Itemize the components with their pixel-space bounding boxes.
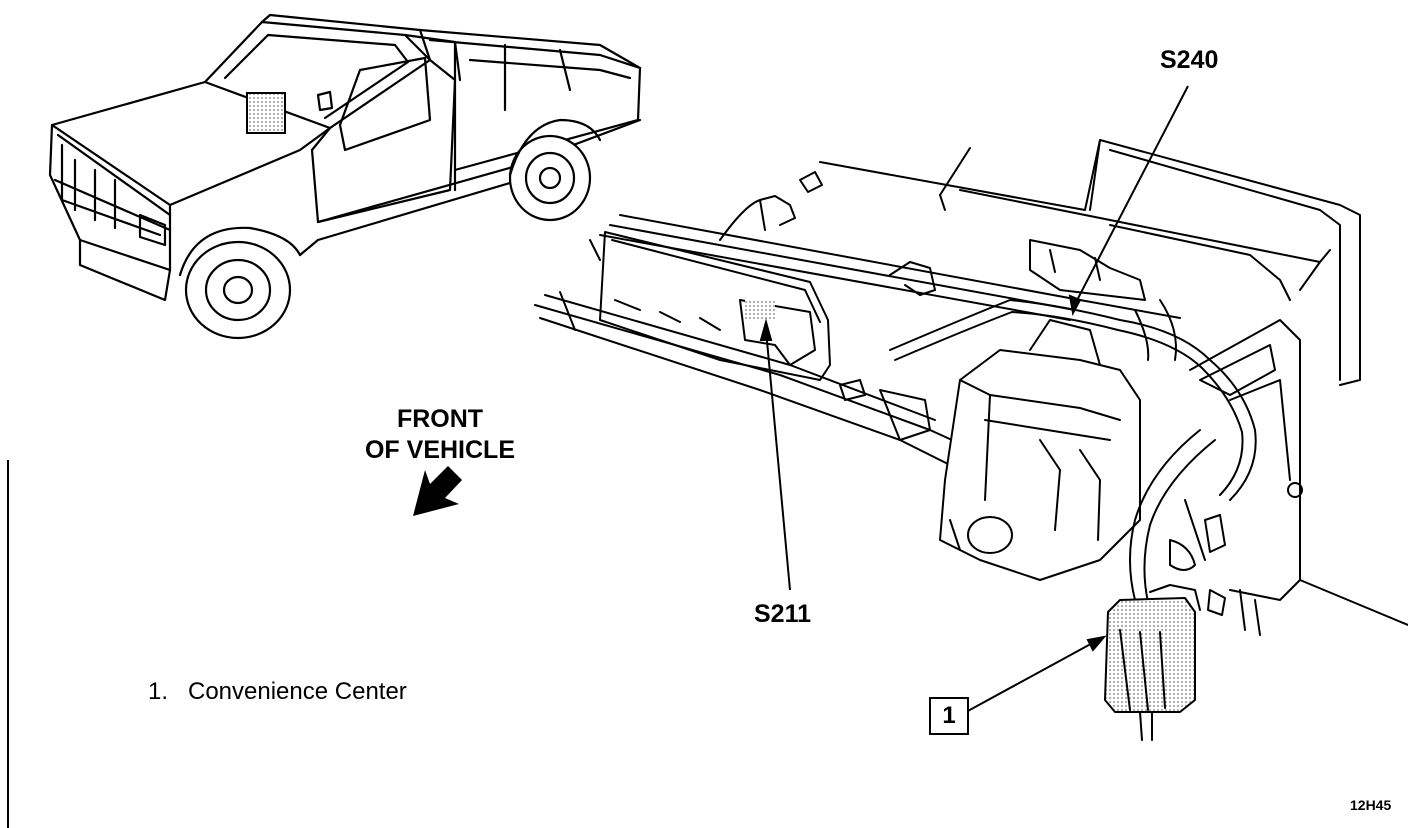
splice-s211-label: S211 xyxy=(754,600,812,628)
s211-leader-head xyxy=(759,318,773,341)
callout-box-1: 1 xyxy=(929,697,969,735)
front-of-vehicle-label: FRONT OF VEHICLE xyxy=(330,404,550,466)
s211-leader xyxy=(765,329,791,591)
s240-leader-head xyxy=(1068,294,1082,317)
truck-location-marker xyxy=(246,92,286,134)
leader-lines xyxy=(759,85,1189,713)
arrow-down-left-icon xyxy=(413,466,462,516)
callout-1-leader xyxy=(965,639,1099,713)
front-label-line1: FRONT xyxy=(396,405,484,433)
s240-leader xyxy=(1072,85,1189,309)
truck-illustration xyxy=(48,13,642,340)
s211-shade xyxy=(745,300,775,320)
instrument-panel-illustration xyxy=(534,139,1408,741)
legend-item-number: 1. xyxy=(148,678,169,705)
figure-id: 12H45 xyxy=(1350,797,1392,813)
legend-item-text: Convenience Center xyxy=(188,678,407,705)
splice-s240-label: S240 xyxy=(1160,46,1219,74)
front-label-line2: OF VEHICLE xyxy=(364,436,515,464)
legend-item: 1. Convenience Center xyxy=(148,678,407,706)
callout-1-leader-head xyxy=(1086,635,1107,652)
